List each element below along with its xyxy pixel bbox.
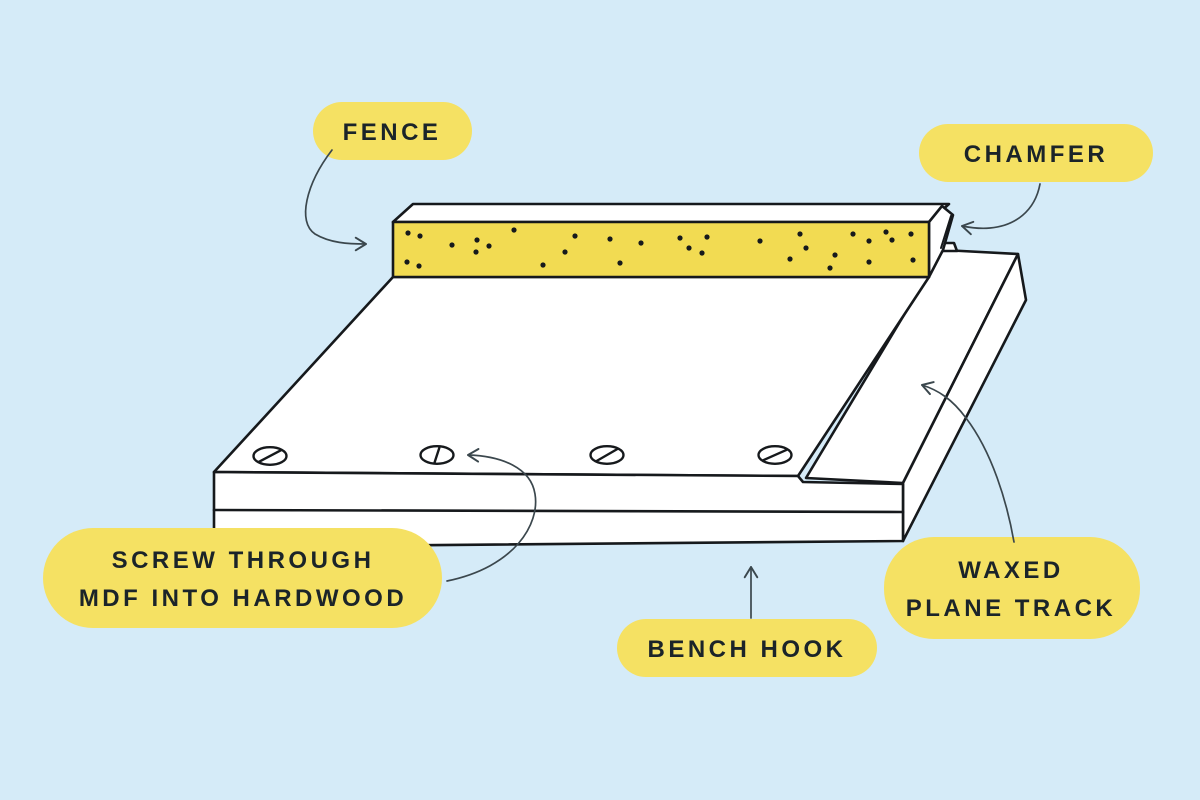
speckle-dot [832,252,838,258]
screw-arrow [446,448,537,582]
speckle-dot [704,234,710,240]
waxed-label-line1: WAXED [958,557,1064,584]
screw-slot [257,448,283,464]
speckle-dot [850,231,856,237]
annotation-arrows [304,149,1041,619]
speckle-dot [686,245,692,251]
screw-label-line1: SCREW THROUGH [112,547,375,574]
fence-label-pill [313,102,472,160]
screw-slot [433,446,441,464]
speckle-dot [540,262,546,268]
board-layer-line [212,508,905,514]
waxed-track-arrow [921,381,1015,543]
speckle-dot [883,229,889,235]
screw-label-pill [43,528,442,628]
speckle-dot [607,236,613,242]
chamfer-label: CHAMFER [964,141,1109,168]
chamfer-edge-line [940,215,952,249]
speckle-dot [797,231,803,237]
speckle-dot [866,238,872,244]
bench-hook-label-pill [617,619,877,677]
bench-hook-label: BENCH HOOK [647,636,846,663]
speckle-dot [787,256,793,262]
speckle-dot [473,249,479,255]
speckle-dot [572,233,578,239]
speckle-dot [416,263,422,269]
screw-heads [252,445,793,467]
speckle-dot [866,259,872,265]
screw-slot [594,447,620,463]
label-texts: FENCE CHAMFER SCREW THROUGH MDF INTO HAR… [79,119,1117,663]
chamfer-arrow [961,183,1041,236]
speckle-dot [486,243,492,249]
speckle-dot [827,265,833,271]
speckle-dot [474,237,480,243]
fence-front-face [391,220,931,279]
chamfer-label-pill [919,124,1153,182]
fence-label: FENCE [343,119,442,146]
speckle-dot [562,249,568,255]
speckle-dot [617,260,623,266]
waxed-track-label-pill [884,537,1140,639]
speckle-dot [405,230,411,236]
speckle-dot [699,250,705,256]
speckle-dot [908,231,914,237]
speckle-dot [757,238,763,244]
speckle-dot [417,233,423,239]
speckle-dot [638,240,644,246]
speckle-dot [404,259,410,265]
fence-top-face [391,202,951,224]
speckle-dot [449,242,455,248]
label-pills [43,102,1153,677]
fence-arrow [304,149,367,252]
speckle-dot [889,237,895,243]
fence-speckles [404,227,916,271]
waxed-label-line2: PLANE TRACK [906,595,1117,622]
speckle-dot [910,257,916,263]
screw-label-line2: MDF INTO HARDWOOD [79,585,407,612]
screw-slot [762,448,788,462]
speckle-dot [803,245,809,251]
speckle-dot [677,235,683,241]
speckle-dot [511,227,517,233]
